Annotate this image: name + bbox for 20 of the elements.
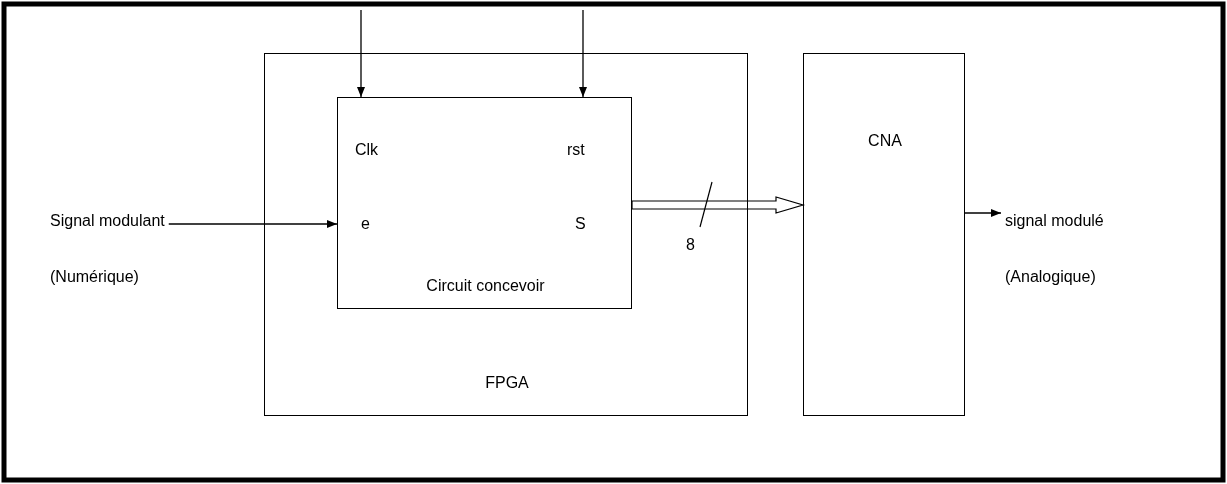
signal-type-label: (Analogique) <box>1005 268 1096 286</box>
block-label: Circuit concevoir <box>425 277 546 295</box>
chip-label: FPGA <box>484 374 530 392</box>
port-label: rst <box>567 141 585 159</box>
port-label: Clk <box>355 141 379 159</box>
circuit-box <box>337 97 632 309</box>
arrow <box>168 220 338 228</box>
signal-type-label: (Numérique) <box>50 268 139 286</box>
port-label: e <box>361 215 370 233</box>
bus-width-label: 8 <box>686 236 695 254</box>
arrow <box>964 209 1002 217</box>
fpga-box <box>264 53 748 416</box>
cna-box <box>803 53 965 416</box>
arrow <box>579 9 587 98</box>
bus-arrow <box>631 196 806 214</box>
arrow <box>357 9 365 98</box>
block-label: CNA <box>867 132 903 150</box>
port-label: S <box>575 215 586 233</box>
signal-label: Signal modulant <box>50 212 165 230</box>
signal-label: signal modulé <box>1005 212 1104 230</box>
